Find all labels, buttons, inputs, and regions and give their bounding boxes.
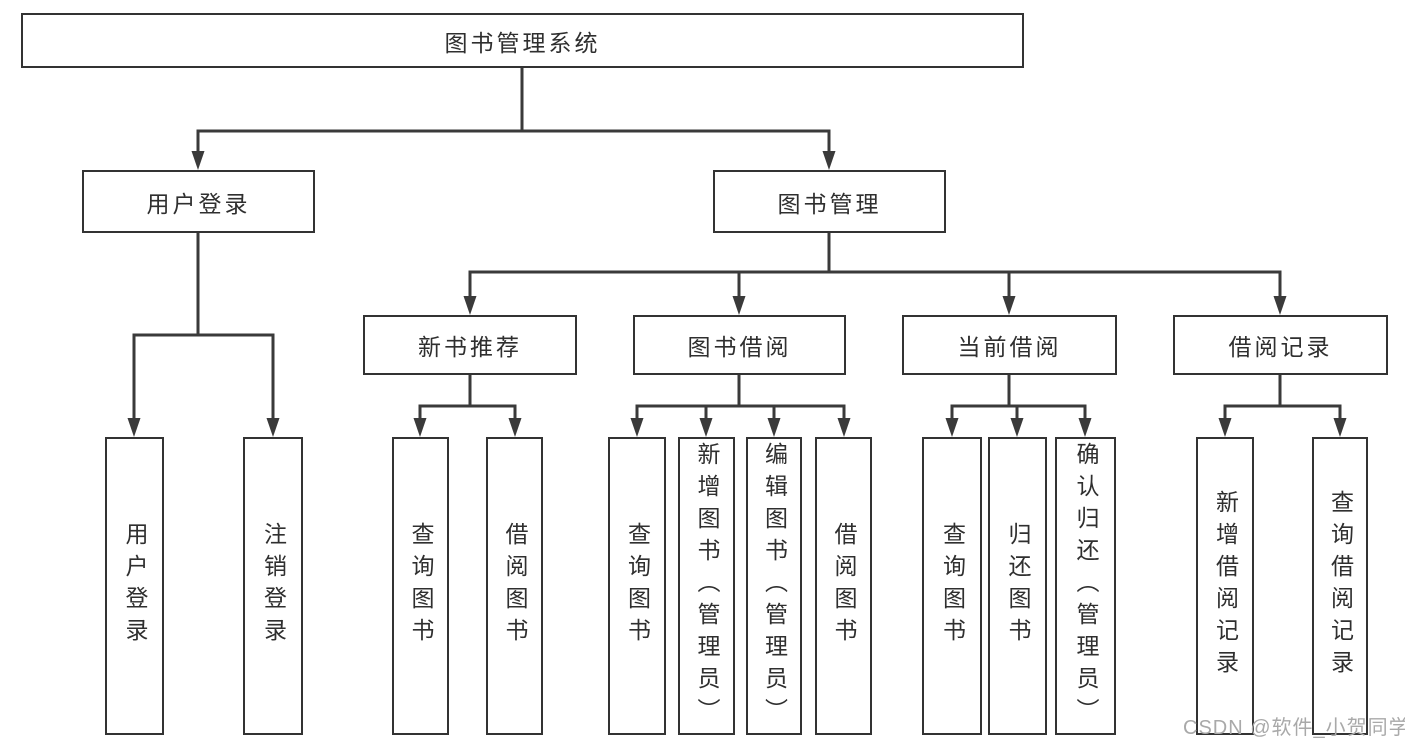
- csdn-watermark: CSDN @软件_小贺同学: [1183, 717, 1405, 739]
- leaf-current-confirm-return-admin: 确认归还（管理员）: [1055, 437, 1116, 735]
- node-book-borrowing: 图书借阅: [633, 315, 846, 375]
- leaf-record-add-borrow-record: 新增借阅记录: [1196, 437, 1254, 735]
- connector-book-mgmt-children: [463, 233, 1287, 315]
- leaf-borrow-edit-books-admin: 编辑图书（管理员）: [746, 437, 802, 735]
- leaf-borrow-borrow-books: 借阅图书: [815, 437, 872, 735]
- leaf-user-login: 用户登录: [105, 437, 164, 735]
- connector-borrow-record-children: [1218, 375, 1347, 437]
- leaf-current-return-books: 归还图书: [988, 437, 1047, 735]
- connector-user-login-children: [127, 233, 280, 437]
- node-root: 图书管理系统: [21, 13, 1024, 68]
- node-borrowing-records: 借阅记录: [1173, 315, 1388, 375]
- leaf-borrow-add-books-admin: 新增图书（管理员）: [678, 437, 735, 735]
- leaf-newbook-borrow-books: 借阅图书: [486, 437, 543, 735]
- node-current-borrowing: 当前借阅: [902, 315, 1117, 375]
- node-book-management: 图书管理: [713, 170, 946, 233]
- leaf-current-query-books: 查询图书: [922, 437, 982, 735]
- node-user-login: 用户登录: [82, 170, 315, 233]
- leaf-logout: 注销登录: [243, 437, 303, 735]
- connector-current-borrow-children: [945, 375, 1092, 437]
- node-new-book-recommend: 新书推荐: [363, 315, 577, 375]
- leaf-borrow-query-books: 查询图书: [608, 437, 666, 735]
- leaf-record-query-borrow-record: 查询借阅记录: [1312, 437, 1368, 735]
- connector-book-borrow-children: [630, 375, 851, 437]
- connector-root-to-level2: [191, 68, 836, 170]
- connector-new-book-children: [413, 375, 522, 437]
- leaf-newbook-query-books: 查询图书: [392, 437, 449, 735]
